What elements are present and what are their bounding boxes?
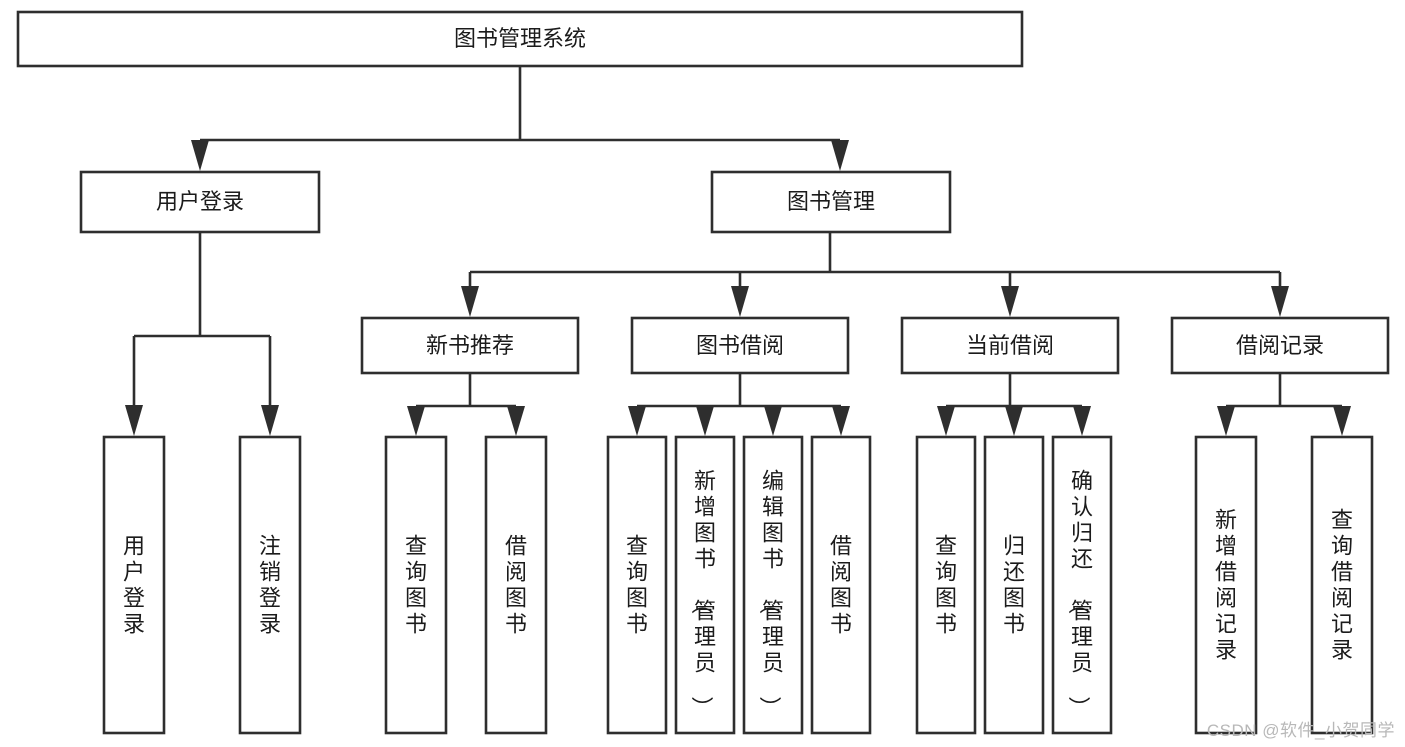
node-leaf-user-login-box[interactable] bbox=[102, 435, 166, 735]
arrowhead-leaf-confirm-return bbox=[1073, 406, 1091, 436]
node-leaf-query-book-1-box[interactable] bbox=[384, 435, 448, 735]
node-leaf-add-book[interactable]: 新增图书（管理员） bbox=[674, 435, 736, 735]
node-leaf-query-book-2[interactable]: 查询图书 bbox=[606, 435, 668, 735]
connector-layer bbox=[125, 66, 1351, 436]
node-leaf-user-login-label: 用户登录 bbox=[123, 533, 145, 636]
node-new-book-rec-label: 新书推荐 bbox=[426, 333, 514, 358]
node-leaf-query-book-3[interactable]: 查询图书 bbox=[915, 435, 977, 735]
node-new-book-rec-box[interactable] bbox=[360, 316, 580, 375]
node-root-box[interactable] bbox=[16, 10, 1024, 68]
node-borrow-record-label: 借阅记录 bbox=[1236, 333, 1324, 358]
node-leaf-user-login[interactable]: 用户登录 bbox=[102, 435, 166, 735]
node-leaf-confirm-return[interactable]: 确认归还（管理员） bbox=[1051, 435, 1113, 735]
node-leaf-query-book-1[interactable]: 查询图书 bbox=[384, 435, 448, 735]
node-root-label: 图书管理系统 bbox=[454, 26, 586, 51]
node-user-login-box[interactable] bbox=[79, 170, 321, 234]
node-leaf-add-book-box[interactable] bbox=[674, 435, 736, 735]
node-borrow-record-box[interactable] bbox=[1170, 316, 1390, 375]
node-leaf-borrow-book-2-box[interactable] bbox=[810, 435, 872, 735]
node-current-borrow-label: 当前借阅 bbox=[966, 333, 1054, 358]
arrowhead-leaf-query-book-3 bbox=[937, 406, 955, 436]
arrowhead-borrow-record bbox=[1271, 286, 1289, 317]
node-leaf-query-book-1-label: 查询图书 bbox=[405, 533, 427, 636]
arrowhead-leaf-borrow-book-2 bbox=[832, 406, 850, 436]
arrowhead-leaf-add-record bbox=[1217, 406, 1235, 436]
node-book-mgmt-label: 图书管理 bbox=[787, 189, 875, 214]
node-leaf-return-book[interactable]: 归还图书 bbox=[983, 435, 1045, 735]
arrowhead-leaf-logout bbox=[261, 405, 279, 436]
arrowhead-leaf-query-book-1 bbox=[407, 406, 425, 436]
node-book-borrow[interactable]: 图书借阅 bbox=[630, 316, 850, 375]
node-leaf-borrow-book-2-label: 借阅图书 bbox=[830, 533, 852, 636]
node-current-borrow-box[interactable] bbox=[900, 316, 1120, 375]
node-leaf-borrow-book-1-label: 借阅图书 bbox=[505, 533, 527, 636]
node-book-borrow-label: 图书借阅 bbox=[696, 333, 784, 358]
node-leaf-query-record-box[interactable] bbox=[1310, 435, 1374, 735]
node-user-login[interactable]: 用户登录 bbox=[79, 170, 321, 234]
arrowhead-leaf-query-record bbox=[1333, 406, 1351, 436]
arrowhead-book-borrow bbox=[731, 286, 749, 317]
arrowhead-leaf-user-login bbox=[125, 405, 143, 436]
node-book-mgmt-box[interactable] bbox=[710, 170, 952, 234]
node-leaf-return-book-label: 归还图书 bbox=[1003, 533, 1025, 636]
node-leaf-add-record-label: 新增借阅记录 bbox=[1215, 507, 1237, 662]
arrowhead-leaf-add-book bbox=[696, 406, 714, 436]
node-leaf-query-book-3-label: 查询图书 bbox=[935, 533, 957, 636]
node-current-borrow[interactable]: 当前借阅 bbox=[900, 316, 1120, 375]
arrowhead-user-login bbox=[191, 140, 209, 171]
arrowhead-new-book-rec bbox=[461, 286, 479, 317]
arrowhead-leaf-borrow-book-1 bbox=[507, 406, 525, 436]
node-leaf-logout-box[interactable] bbox=[238, 435, 302, 735]
node-leaf-confirm-return-box[interactable] bbox=[1051, 435, 1113, 735]
node-leaf-query-book-2-label: 查询图书 bbox=[626, 533, 648, 636]
node-leaf-borrow-book-1[interactable]: 借阅图书 bbox=[484, 435, 548, 735]
node-root[interactable]: 图书管理系统 bbox=[16, 10, 1024, 68]
node-leaf-query-book-3-box[interactable] bbox=[915, 435, 977, 735]
node-new-book-rec[interactable]: 新书推荐 bbox=[360, 316, 580, 375]
node-leaf-edit-book-label: 编辑图书（管理员） bbox=[757, 468, 784, 718]
arrowhead-current-borrow bbox=[1001, 286, 1019, 317]
arrowhead-leaf-query-book-2 bbox=[628, 406, 646, 436]
node-leaf-logout-label: 注销登录 bbox=[259, 533, 281, 636]
node-book-borrow-box[interactable] bbox=[630, 316, 850, 375]
node-leaf-return-book-box[interactable] bbox=[983, 435, 1045, 735]
arrowhead-leaf-return-book bbox=[1005, 406, 1023, 436]
node-user-login-label: 用户登录 bbox=[156, 189, 244, 214]
leaf-node-layer: 用户登录 注销登录 查询图书 借阅图书 查询图书 新增图书（管理员） 编辑图书（管理员） 借阅… bbox=[102, 435, 1374, 735]
node-leaf-logout[interactable]: 注销登录 bbox=[238, 435, 302, 735]
node-book-mgmt[interactable]: 图书管理 bbox=[710, 170, 952, 234]
node-leaf-borrow-book-1-box[interactable] bbox=[484, 435, 548, 735]
node-leaf-query-book-2-box[interactable] bbox=[606, 435, 668, 735]
node-leaf-query-record-label: 查询借阅记录 bbox=[1331, 507, 1353, 662]
node-leaf-confirm-return-label: 确认归还（管理员） bbox=[1066, 468, 1093, 718]
arrowhead-book-mgmt bbox=[831, 140, 849, 171]
node-leaf-edit-book[interactable]: 编辑图书（管理员） bbox=[742, 435, 804, 735]
node-leaf-add-book-label: 新增图书（管理员） bbox=[689, 468, 716, 718]
arrowhead-leaf-edit-book bbox=[764, 406, 782, 436]
node-leaf-add-record-box[interactable] bbox=[1194, 435, 1258, 735]
node-leaf-borrow-book-2[interactable]: 借阅图书 bbox=[810, 435, 872, 735]
node-leaf-query-record[interactable]: 查询借阅记录 bbox=[1310, 435, 1374, 735]
node-borrow-record[interactable]: 借阅记录 bbox=[1170, 316, 1390, 375]
node-leaf-add-record[interactable]: 新增借阅记录 bbox=[1194, 435, 1258, 735]
node-leaf-edit-book-box[interactable] bbox=[742, 435, 804, 735]
